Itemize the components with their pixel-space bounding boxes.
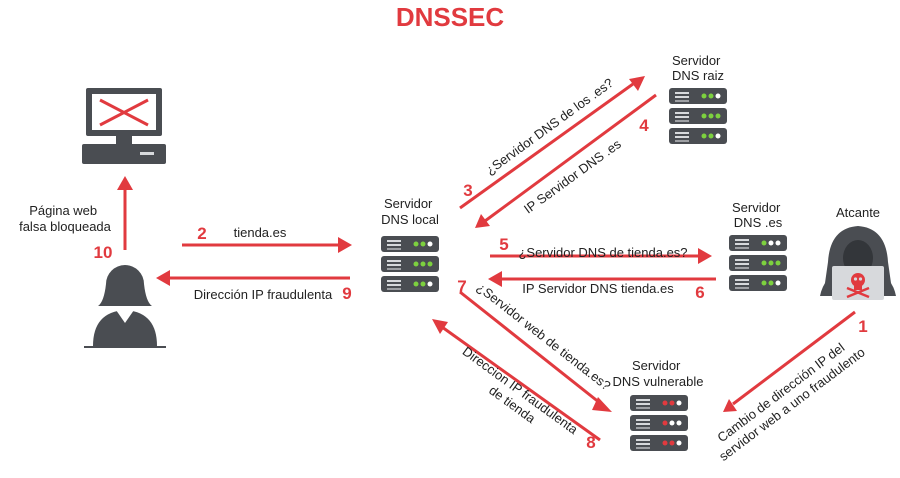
arrow-step-5 (490, 248, 712, 264)
es-server-label: Servidor DNS .es (732, 200, 784, 230)
step-number-6: 6 (695, 283, 704, 302)
attacker-label: Atcante (836, 205, 880, 220)
es-server-icon (729, 235, 787, 291)
local-server-icon (381, 236, 439, 292)
vulnerable-server-label: Servidor DNS vulnerable (612, 358, 703, 389)
step-number-8: 8 (586, 433, 595, 452)
arrow-step-8 (432, 319, 601, 442)
arrow-step-7 (459, 290, 612, 412)
arrow-step-1 (723, 310, 856, 412)
arrow-step-9 (156, 270, 350, 286)
step-number-3: 3 (463, 181, 472, 200)
computer-caption: Página web falsa bloqueada (19, 203, 112, 234)
step-number-7: 7 (457, 277, 466, 296)
step-number-1: 1 (858, 317, 867, 336)
step-label-5: ¿Servidor DNS de tienda.es? (518, 245, 687, 260)
step-label-1: Cambio de dirección IP del servidor web … (706, 332, 867, 464)
diagram-title: DNSSEC (396, 2, 505, 32)
step-number-5: 5 (499, 235, 508, 254)
arrow-step-6 (488, 271, 716, 287)
step-label-4: IP Servidor DNS .es (521, 136, 624, 217)
root-server-label: Servidor DNS raiz (672, 53, 724, 83)
computer-blocked-icon (82, 88, 166, 164)
local-server-label: Servidor DNS local (381, 196, 439, 227)
step-number-2: 2 (197, 224, 206, 243)
step-label-6: IP Servidor DNS tienda.es (522, 281, 674, 296)
user-icon (84, 265, 166, 348)
arrow-step-2 (182, 237, 352, 253)
step-number-4: 4 (639, 116, 649, 135)
step-label-9: Dirección IP fraudulenta (194, 287, 333, 302)
step-number-9: 9 (342, 284, 351, 303)
root-server-icon (669, 88, 727, 144)
skull-icon (846, 273, 870, 299)
hacker-icon (820, 226, 896, 300)
arrow-step-4 (475, 93, 657, 228)
step-number-10: 10 (94, 243, 113, 262)
arrow-step-10 (117, 176, 133, 250)
step-label-2: tienda.es (234, 225, 287, 240)
vulnerable-server-icon (630, 395, 688, 451)
arrow-step-3 (459, 76, 645, 210)
